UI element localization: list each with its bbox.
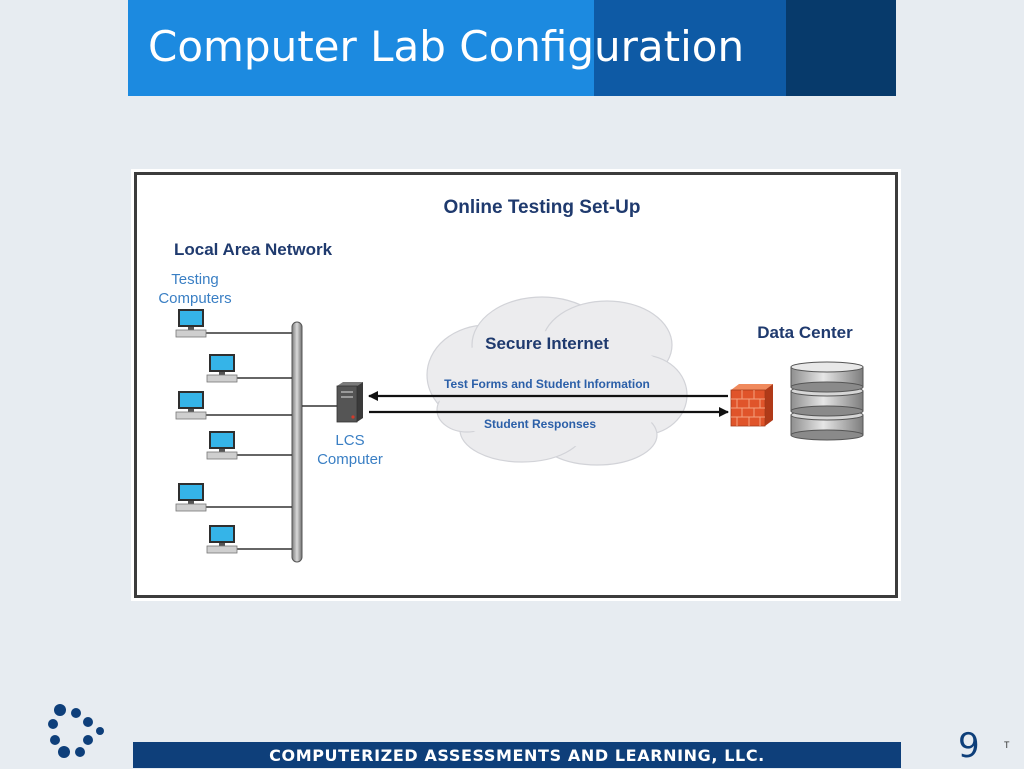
online-testing-diagram: Online Testing Set-Up Local Area Network… (134, 172, 898, 598)
arrow-top-label: Test Forms and Student Information (444, 377, 650, 391)
page-number: 9 (958, 726, 980, 766)
diagram-title: Online Testing Set-Up (443, 197, 640, 218)
testing-computer-5 (175, 483, 207, 512)
footer-bar: COMPUTERIZED ASSESSMENTS AND LEARNING, L… (133, 742, 901, 768)
testing-computer-4 (206, 431, 238, 460)
lcs-label-line2: Computer (317, 451, 383, 468)
title-bar-band-dark (786, 0, 896, 96)
slide-title: Computer Lab Configuration (148, 22, 745, 71)
testing-computer-6 (206, 525, 238, 554)
footer-company-name: COMPUTERIZED ASSESSMENTS AND LEARNING, L… (269, 746, 765, 765)
database-icon (790, 361, 864, 441)
arrow-bottom-label: Student Responses (484, 417, 596, 431)
title-bar-band (594, 0, 786, 96)
firewall-icon (730, 384, 773, 427)
company-logo (44, 700, 108, 769)
lcs-label-line1: LCS (335, 432, 364, 449)
title-bar: Computer Lab Configuration (128, 0, 896, 96)
testing-computer-2 (206, 354, 238, 383)
lan-backbone (291, 321, 303, 563)
testing-computers-label-line2: Computers (158, 290, 231, 307)
diagram-canvas: Online Testing Set-Up Local Area Network… (158, 197, 864, 563)
lan-connections (205, 332, 337, 550)
data-center-label: Data Center (757, 323, 853, 342)
lan-heading: Local Area Network (174, 240, 333, 259)
testing-computers-label-line1: Testing (171, 271, 219, 288)
lcs-server-icon (336, 382, 363, 423)
testing-computer-3 (175, 391, 207, 420)
cloud-fill (437, 331, 673, 447)
testing-computer-1 (175, 309, 207, 338)
corner-mark: T (1004, 740, 1010, 750)
cloud-label: Secure Internet (485, 334, 609, 353)
logo-icon (48, 704, 104, 758)
